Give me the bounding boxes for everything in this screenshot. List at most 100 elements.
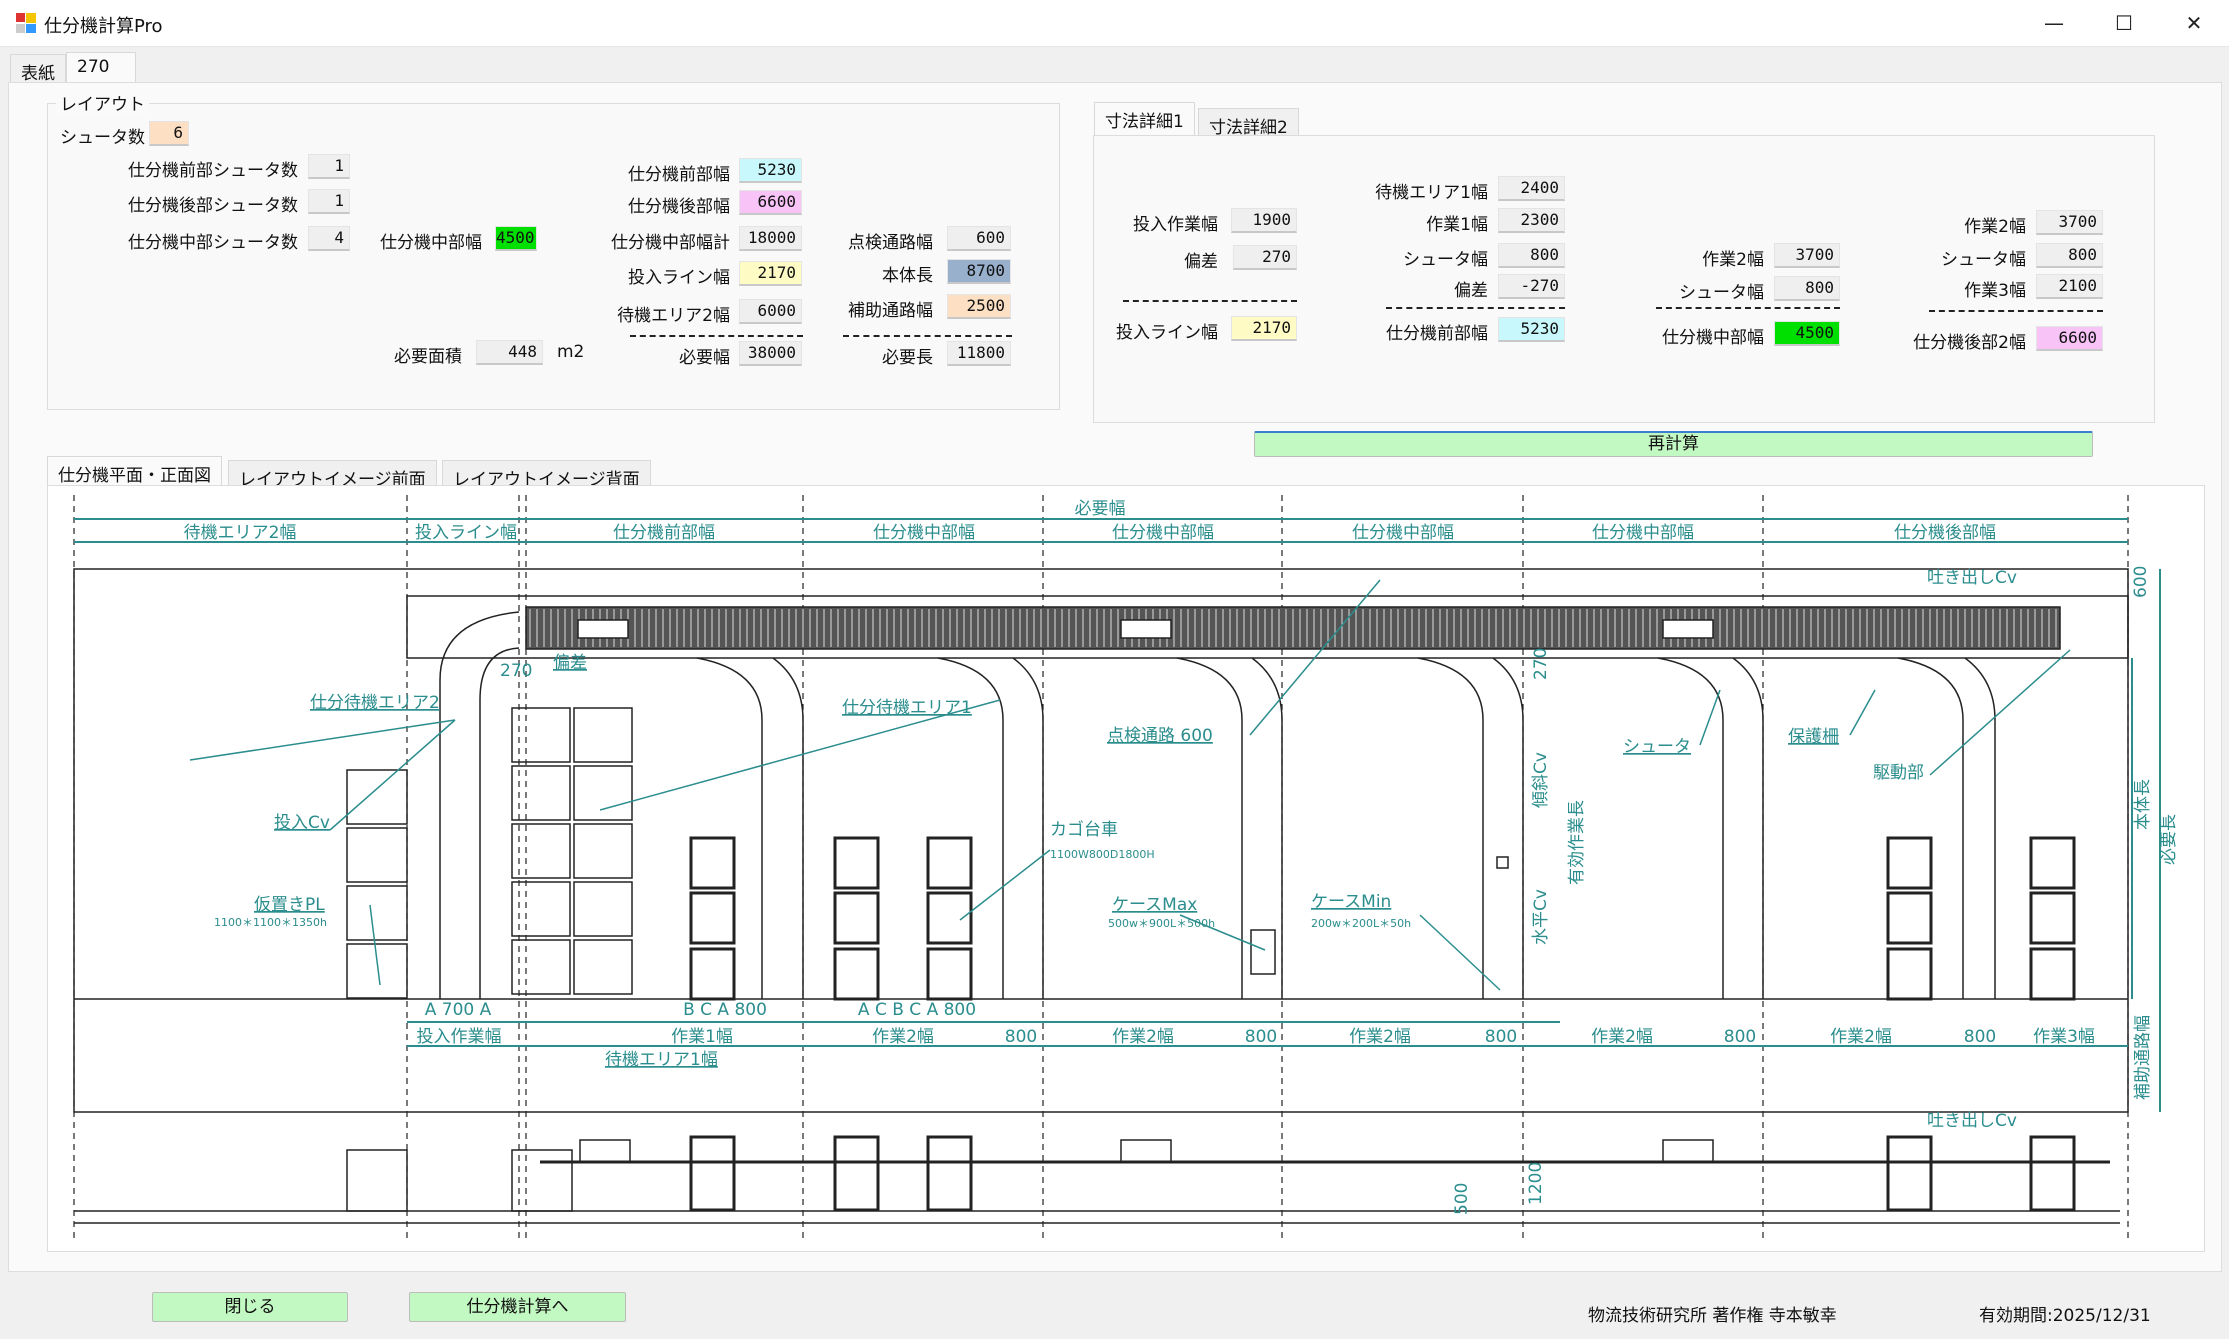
chute-count-field[interactable]: 6 <box>149 121 189 146</box>
window-title: 仕分機計算Pro <box>44 16 163 37</box>
tab-cover[interactable]: 表紙 <box>10 54 66 84</box>
aux-path-width-field[interactable]: 2500 <box>947 294 1011 319</box>
body-length-label: 本体長 <box>882 266 933 286</box>
rear-width-field[interactable]: 6600 <box>739 190 802 215</box>
label-wait-area-2: 仕分待機エリア2 <box>310 693 440 713</box>
tab-plan-front-view[interactable]: 仕分機平面・正面図 <box>47 456 222 486</box>
front-chute-count-label: 仕分機前部シュータ数 <box>128 161 298 181</box>
chute <box>1417 657 1524 999</box>
d-work-1-width-label: 作業1幅 <box>1426 215 1488 235</box>
d-front-width-label: 仕分機前部幅 <box>1386 324 1488 344</box>
dim-required-length: 必要長 <box>2159 814 2179 865</box>
front-chute-count-field[interactable]: 1 <box>308 154 350 179</box>
sum-divider <box>1656 307 1840 309</box>
tab-detail-1[interactable]: 寸法詳細1 <box>1094 102 1195 135</box>
d-work-1-width-field[interactable]: 2300 <box>1498 208 1565 233</box>
label-pallet-size: 1100＊1100＊1350h <box>214 916 327 929</box>
required-width-field[interactable]: 38000 <box>739 341 802 366</box>
sum-divider <box>1929 310 2103 312</box>
required-length-field[interactable]: 11800 <box>947 341 1011 366</box>
d-work-3-width-field[interactable]: 2100 <box>2036 274 2103 299</box>
dim-section-label: 仕分機前部幅 <box>613 523 715 543</box>
detail-panel <box>1093 135 2155 423</box>
mid-chute-count-field[interactable]: 4 <box>308 226 350 251</box>
d-work-2-width-field[interactable]: 3700 <box>1774 243 1840 268</box>
rear-chute-count-field[interactable]: 1 <box>308 189 350 214</box>
d-rear-2-width-field[interactable]: 6600 <box>2036 326 2103 351</box>
input-line-width-field[interactable]: 2170 <box>739 261 802 286</box>
close-app-button[interactable]: 閉じる <box>152 1292 348 1322</box>
sum-divider <box>1386 307 1565 309</box>
d-chute-width-2-field[interactable]: 800 <box>1774 276 1840 301</box>
leader-line <box>1699 689 1721 746</box>
d-offset-2-label: 偏差 <box>1454 281 1488 301</box>
leader-line <box>1419 914 1501 991</box>
close-button[interactable]: ✕ <box>2185 11 2203 35</box>
case-max <box>1250 929 1276 975</box>
dim-work-label: 作業2幅 <box>872 1027 934 1047</box>
label-case-max-size: 500w＊900L＊500h <box>1108 917 1215 930</box>
label-horizontal-cv: 水平Cv <box>1531 889 1551 945</box>
dim-work-label: 作業1幅 <box>671 1027 733 1047</box>
dim-work-label: 作業2幅 <box>1112 1027 1174 1047</box>
chute-count-label: シュータ数 <box>60 128 145 148</box>
d-input-line-width-label: 投入ライン幅 <box>1116 323 1218 343</box>
dim-section-label: 仕分機中部幅 <box>1592 523 1694 543</box>
label-guard: 保護柵 <box>1788 727 1839 747</box>
label-input-cv: 投入Cv <box>274 813 330 833</box>
d-input-work-width-field[interactable]: 1900 <box>1231 208 1297 233</box>
minimize-button[interactable]: — <box>2044 11 2064 35</box>
label-case-min: ケースMin <box>1311 892 1391 912</box>
recalculate-button[interactable]: 再計算 <box>1254 431 2093 457</box>
tab-detail-2[interactable]: 寸法詳細2 <box>1198 108 1299 138</box>
label-offset: 偏差 <box>553 653 587 673</box>
inspection-path-width-field[interactable]: 600 <box>947 226 1011 251</box>
cart <box>689 836 736 890</box>
label-cart-size: 1100W800D1800H <box>1050 848 1155 861</box>
wait-area-2-width-field[interactable]: 6000 <box>739 299 802 324</box>
tab-layout-back[interactable]: レイアウトイメージ背面 <box>442 460 651 490</box>
d-chute-width-b-field[interactable]: 800 <box>2036 243 2103 268</box>
input-line-width-label: 投入ライン幅 <box>628 268 730 288</box>
dim-section-label: 仕分機中部幅 <box>1112 523 1214 543</box>
d-wait-area-1-width-field[interactable]: 2400 <box>1498 176 1565 201</box>
required-area-field[interactable]: 448 <box>476 340 543 365</box>
d-offset-field[interactable]: 270 <box>1233 245 1297 270</box>
pallet <box>573 707 633 763</box>
dim-aux-path: 補助通路幅 <box>2133 1015 2153 1100</box>
dim-section-label: 投入ライン幅 <box>415 523 517 543</box>
maximize-button[interactable]: ☐ <box>2115 11 2133 35</box>
required-length-label: 必要長 <box>882 348 933 368</box>
go-to-calc-button[interactable]: 仕分機計算へ <box>409 1292 626 1322</box>
d-chute-width-field[interactable]: 800 <box>1498 243 1565 268</box>
label-wait-area-1: 仕分待機エリア1 <box>842 698 972 718</box>
d-chute-width-label: シュータ幅 <box>1403 250 1488 270</box>
d-offset-label: 偏差 <box>1184 252 1218 272</box>
layout-group-title: レイアウト <box>56 90 149 115</box>
mid-total-width-field[interactable]: 18000 <box>739 226 802 251</box>
d-offset-2-field[interactable]: -270 <box>1498 274 1565 299</box>
d-front-width-field[interactable]: 5230 <box>1498 317 1565 342</box>
cart <box>833 836 880 890</box>
d-input-line-width-field[interactable]: 2170 <box>1231 316 1297 341</box>
d-work-2-width-b-field[interactable]: 3700 <box>2036 210 2103 235</box>
d-mid-width-field[interactable]: 4500 <box>1774 321 1840 346</box>
dim-work-label: 作業2幅 <box>1591 1027 1653 1047</box>
dim-500: 500 <box>1452 1183 1472 1215</box>
label-effective-length: 有効作業長 <box>1567 800 1587 885</box>
pallet <box>346 827 408 883</box>
sum-divider <box>1123 300 1297 302</box>
pallet <box>511 707 571 763</box>
front-width-field[interactable]: 5230 <box>739 158 802 183</box>
cart <box>833 891 880 945</box>
tab-layout-front[interactable]: レイアウトイメージ前面 <box>228 460 437 490</box>
cart <box>833 947 880 1001</box>
mid-width-field[interactable]: 4500 <box>495 226 537 251</box>
body-length-field[interactable]: 8700 <box>947 259 1011 284</box>
copyright-text: 物流技術研究所 著作権 寺本敏幸 <box>1588 1306 1837 1326</box>
label-pallet: 仮置きPL <box>254 895 325 915</box>
d-mid-width-label: 仕分機中部幅 <box>1662 328 1764 348</box>
label-cart: カゴ台車 <box>1050 819 1118 840</box>
tab-270[interactable]: 270 <box>66 52 136 82</box>
dim-work-label: 800 <box>1724 1027 1756 1047</box>
